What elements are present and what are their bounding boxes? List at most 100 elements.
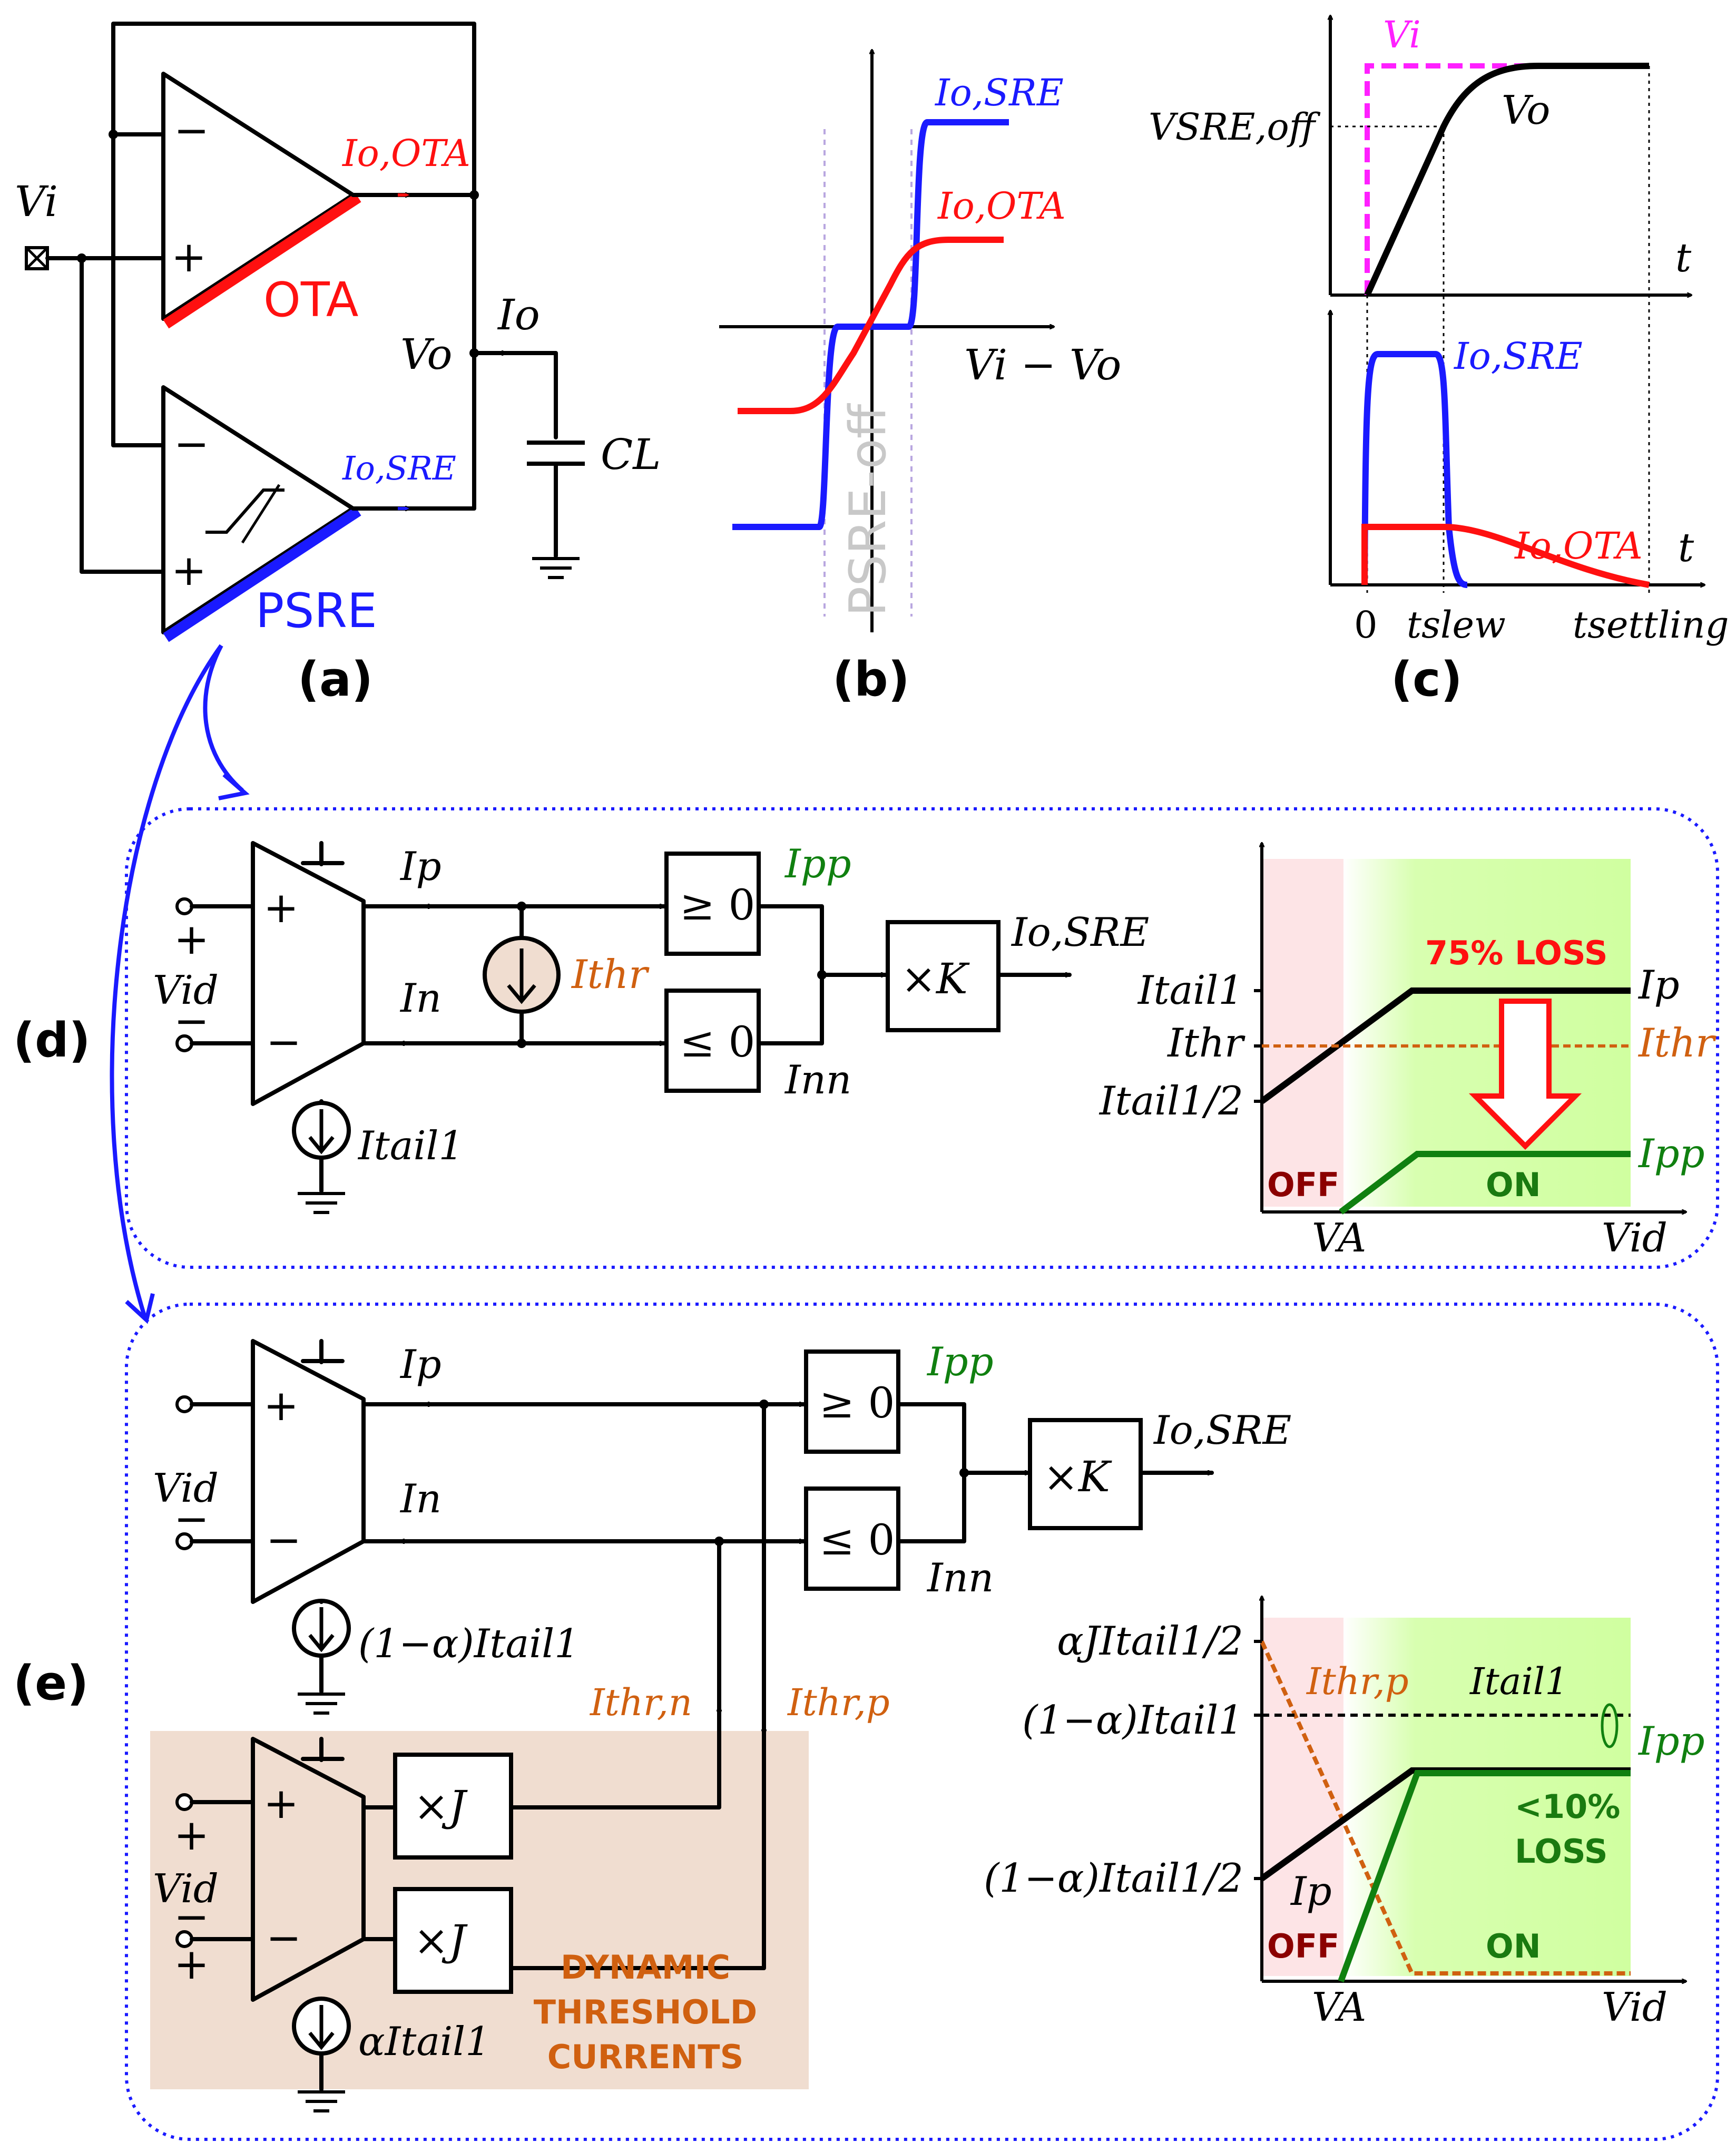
- d-plot-ipp: Ipp: [1637, 1130, 1705, 1177]
- e-in: In: [399, 1475, 442, 1522]
- psre-amplifier: [161, 385, 355, 634]
- c-tick-tslew: tslew: [1407, 603, 1506, 647]
- e-aux-plus-term: +: [174, 1811, 209, 1860]
- e-tail-aux: αItail1: [358, 2018, 491, 2065]
- d-le0: ≤ 0: [680, 1018, 755, 1067]
- c-io-sre-pulse: [1361, 351, 1468, 588]
- d-ithr: Ithr: [571, 951, 650, 997]
- c-vi-step: [1365, 63, 1649, 295]
- e-ip: Ip: [399, 1341, 442, 1387]
- e-aux-minus-term: −: [174, 1892, 209, 1941]
- d-io-sre: Io,SRE: [1011, 909, 1149, 955]
- c-t-label-top: t: [1675, 234, 1692, 281]
- panel-a: Vi − + Io,OTA OTA Vo Io CL − + Io,SRE PS…: [15, 22, 661, 707]
- b-io-ota-label: Io,OTA: [937, 184, 1066, 228]
- e-dyn-line3: CURRENTS: [547, 2038, 744, 2076]
- d-inn: Inn: [784, 1057, 851, 1103]
- vo-label: Vo: [400, 330, 453, 379]
- e-xj-2: ×J: [414, 1916, 468, 1965]
- e-xj-block-1: [393, 1753, 513, 1860]
- panel-e: (e): [13, 1303, 1719, 2141]
- panel-b: Io,SRE Io,OTA Vi − Vo PSRE-off (b): [719, 50, 1121, 707]
- ota-highlight: [163, 193, 361, 329]
- ota-label: OTA: [263, 272, 358, 328]
- d-ge0-block: [664, 852, 761, 956]
- d-xk: ×K: [901, 954, 970, 1003]
- e-dyn-line2: THRESHOLD: [534, 1993, 758, 2031]
- e-io-sre: Io,SRE: [1153, 1407, 1291, 1453]
- panel-c-label: (c): [1391, 652, 1463, 707]
- d-amp-plus: +: [263, 883, 299, 932]
- d-ip: Ip: [399, 843, 442, 889]
- d-ipp-trace: [1339, 1151, 1631, 1215]
- c-vo-label: Vo: [1502, 87, 1550, 133]
- d-loss-arrow: [1468, 999, 1582, 1150]
- e-off-label: OFF: [1267, 1927, 1339, 1965]
- e-amp-minus: −: [266, 1515, 301, 1564]
- e-loss-line1: <10%: [1515, 1787, 1620, 1826]
- d-itail1: Itail1: [357, 1122, 464, 1169]
- c-tick-tsettling: tsettling: [1573, 603, 1729, 647]
- e-ge0-block: [804, 1349, 900, 1454]
- d-minus: −: [174, 996, 209, 1045]
- panel-a-label: (a): [298, 652, 373, 707]
- d-plot-ip: Ip: [1637, 962, 1680, 1008]
- panel-d: (d) + Vid − +: [13, 807, 1719, 1269]
- b-io-sre-label: Io,SRE: [934, 71, 1064, 114]
- d-on-label: ON: [1486, 1166, 1541, 1204]
- psre-label: PSRE: [256, 583, 377, 639]
- c-io-ota-pulse: [1361, 524, 1650, 588]
- plus-input-psre: +: [171, 546, 207, 595]
- io-label: Io: [497, 290, 540, 339]
- e-dyn-line1: DYNAMIC: [561, 1948, 730, 1987]
- e-tail-main: (1−α)Itail1: [358, 1620, 580, 1667]
- e-xj-1: ×J: [414, 1782, 468, 1831]
- panel-d-label: (d): [13, 1013, 91, 1068]
- e-aux-minus: −: [266, 1913, 301, 1962]
- b-io-sre-curve: [732, 119, 1009, 530]
- panel-c: Vi VSRE,off Vo t Io,SRE Io,OTA t 0 tslew…: [1149, 13, 1729, 707]
- e-on-label: ON: [1486, 1927, 1541, 1965]
- e-ge0: ≥ 0: [819, 1378, 895, 1427]
- e-le0: ≤ 0: [819, 1515, 895, 1564]
- e-ithr-n: Ithr,n: [589, 1681, 692, 1724]
- d-plus: +: [174, 915, 209, 964]
- e-le0-block: [804, 1486, 900, 1591]
- minus-input-ota: −: [174, 106, 209, 155]
- d-in: In: [399, 975, 442, 1021]
- panel-b-label: (b): [832, 652, 910, 707]
- d-dotted-frame: [125, 807, 1719, 1269]
- e-vid-axis-label: Vid: [1602, 1984, 1668, 2030]
- cl-label: CL: [601, 430, 661, 479]
- e-plus: +: [174, 1940, 209, 1989]
- d-le0-block: [664, 989, 761, 1093]
- c-vsre-off-label: VSRE,off: [1149, 105, 1321, 149]
- e-xj-block-2: [393, 1887, 513, 1994]
- c-io-sre-label: Io,SRE: [1453, 335, 1583, 378]
- e-dotted-frame: [125, 1303, 1719, 2141]
- e-inn: Inn: [926, 1554, 994, 1601]
- c-vo-curve: [1364, 63, 1649, 297]
- b-psre-off-label: PSRE-off: [839, 403, 897, 617]
- d-amp-minus: −: [266, 1018, 301, 1067]
- e-minus: −: [174, 1494, 209, 1543]
- e-va-label: VA: [1312, 1984, 1366, 2030]
- d-ipp: Ipp: [784, 840, 851, 887]
- d-ge0: ≥ 0: [680, 881, 755, 930]
- d-off-label: OFF: [1267, 1166, 1339, 1204]
- e-ipp: Ipp: [926, 1338, 994, 1385]
- e-xk: ×K: [1043, 1452, 1112, 1501]
- e-amp-plus: +: [263, 1381, 299, 1430]
- d-loss-label: 75% LOSS: [1425, 934, 1608, 972]
- d-ip-trace: [1260, 987, 1631, 1104]
- io-ota-label: Io,OTA: [341, 132, 470, 175]
- d-vid: Vid: [153, 967, 219, 1013]
- e-ithr-p-trace: [1260, 1640, 1631, 1975]
- d-vid-axis-label: Vid: [1602, 1215, 1668, 1261]
- c-t-label-bottom: t: [1678, 524, 1694, 571]
- io-sre-label-a: Io,SRE: [342, 449, 456, 487]
- connector-arrows: [110, 644, 250, 1324]
- e-aux-plus: +: [263, 1779, 299, 1828]
- e-ithr-p: Ithr,p: [787, 1681, 890, 1724]
- b-x-axis-label: Vi − Vo: [964, 340, 1121, 389]
